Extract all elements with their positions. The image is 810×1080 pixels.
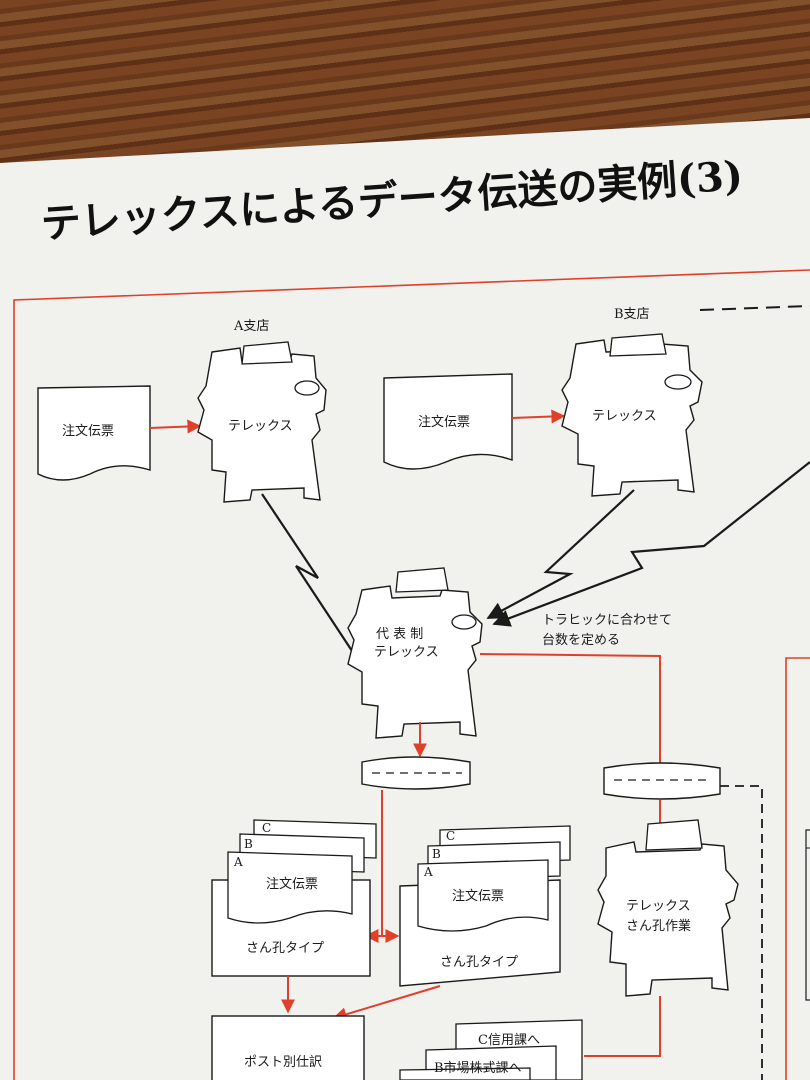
branch-b-order-slip: 注文伝票 (383, 373, 513, 470)
traffic-note-line1: トラヒックに合わせて (542, 613, 672, 628)
mid-copy-a: A (423, 865, 433, 879)
telex-a-label: テレックス (228, 419, 293, 434)
line-b-to-central (486, 489, 635, 619)
route-market-stock: B市場株式課へ (434, 1060, 522, 1076)
arrow-a-doc-to-telex (149, 419, 202, 434)
telex-punch-line2: さん孔作業 (626, 918, 691, 934)
punched-tape-right (603, 762, 721, 800)
traffic-note-line2: 台数を定める (542, 633, 620, 648)
mid-punch-label: さん孔タイプ (440, 955, 518, 970)
red-frame (13, 269, 810, 1080)
left-copy-c: C (262, 821, 271, 835)
telex-b-label: テレックス (592, 409, 657, 424)
route-credit: C信用課へ (478, 1032, 540, 1048)
left-copy-a: A (233, 855, 243, 869)
line-other-to-central (492, 461, 810, 627)
branch-a-doc-label: 注文伝票 (62, 424, 114, 439)
middle-punch-typewriter: C B A 注文伝票 さん孔タイプ (399, 825, 571, 987)
punched-tape-center (361, 756, 471, 790)
red-line-to-routes (584, 996, 661, 1057)
mid-doc-label: 注文伝票 (452, 889, 504, 904)
branch-a-name: A支店 (233, 319, 269, 334)
branch-b-name: B支店 (614, 307, 650, 322)
right-red-panel (785, 657, 810, 1080)
page-title: テレックスによるデータ伝送の実例(3) (39, 152, 744, 248)
right-partial-table (805, 829, 810, 1001)
telex-machine-a: テレックス (197, 341, 327, 503)
telex-machine-b: テレックス (561, 333, 703, 497)
mid-copy-c: C (446, 829, 455, 843)
telex-punch-machine: テレックス さん孔作業 (597, 819, 739, 997)
central-telex-line1: 代 表 制 (376, 627, 423, 642)
branch-b-doc-label: 注文伝票 (418, 415, 470, 430)
left-punch-typewriter: C B A 注文伝票 さん孔タイプ (211, 819, 377, 977)
branch-a-order-slip: 注文伝票 (37, 385, 151, 481)
central-telex-line2: テレックス (374, 645, 439, 660)
dashed-top-line (699, 305, 810, 311)
mid-copy-b: B (432, 847, 441, 861)
red-line-central-to-tape (479, 653, 661, 776)
left-punch-label: さん孔タイプ (246, 941, 324, 956)
route-slips: C信用課へ B市場株式課へ (399, 1019, 583, 1080)
left-copy-b: B (244, 837, 253, 851)
central-telex-machine: 代 表 制 テレックス (347, 567, 483, 739)
left-doc-label: 注文伝票 (266, 877, 318, 892)
arrow-mid-punch-to-sort (332, 985, 441, 1022)
dashed-line-right (720, 785, 763, 1080)
post-sorting-box: ポスト別仕訳 (211, 1015, 365, 1080)
post-sort-label: ポスト別仕訳 (244, 1055, 322, 1070)
line-a-to-central (261, 493, 359, 661)
arrow-b-doc-to-telex (511, 409, 566, 424)
telex-punch-line1: テレックス (626, 899, 691, 914)
